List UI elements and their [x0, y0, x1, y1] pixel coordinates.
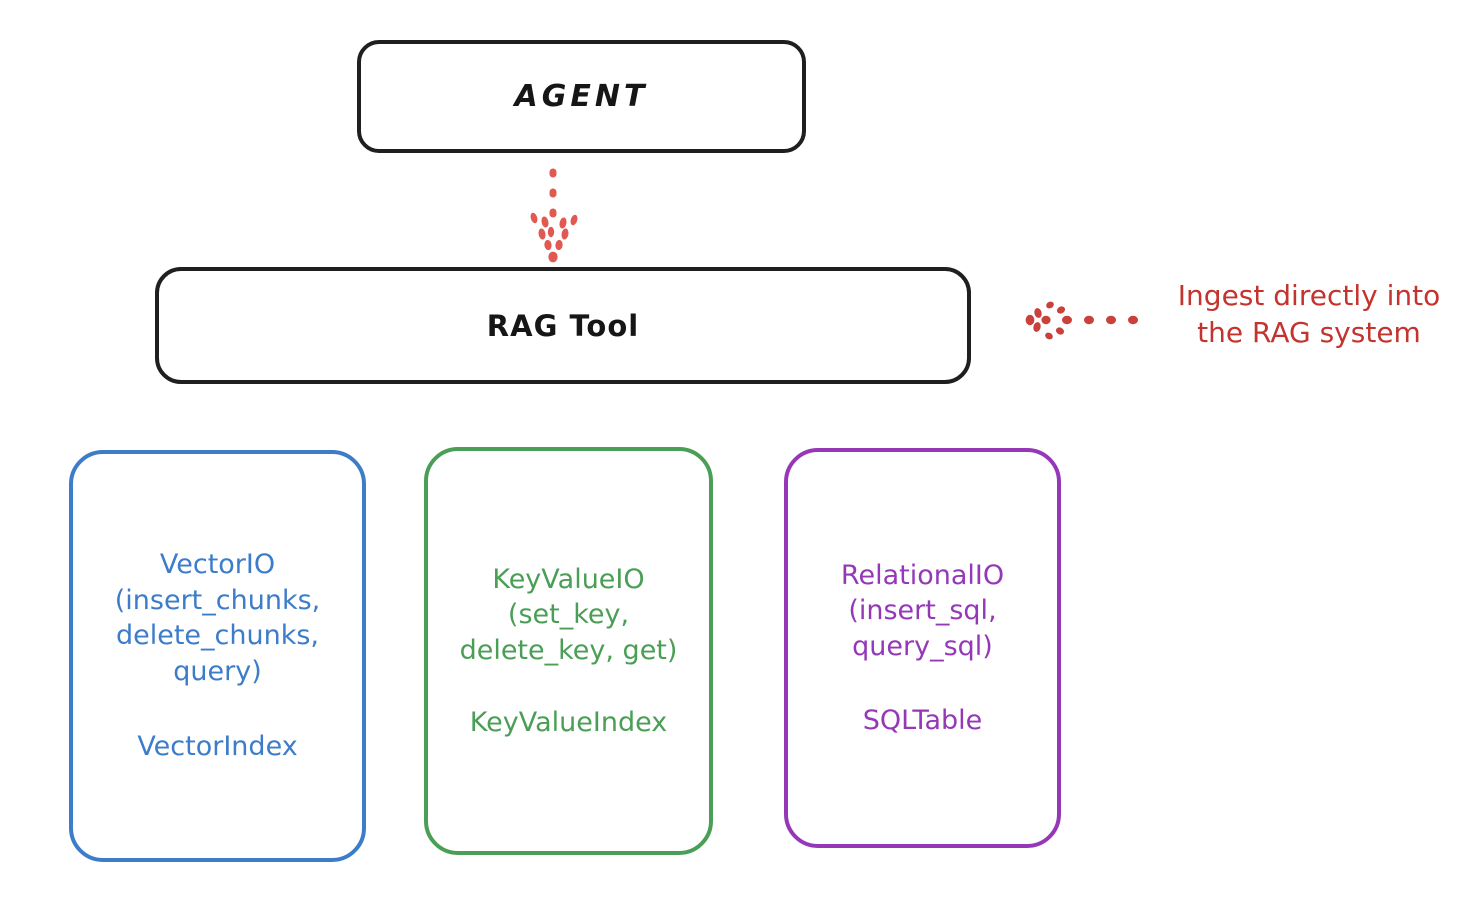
vector-index-label: VectorIndex: [137, 731, 298, 763]
ingest-annotation-label: Ingest directly into the RAG system: [1177, 279, 1441, 349]
key-value-io-api-label: KeyValueIO (set_key, delete_key, get): [459, 563, 678, 666]
vector-io-node[interactable]: VectorIO (insert_chunks, delete_chunks, …: [69, 450, 366, 862]
agent-to-rag-tool-arrow: [530, 168, 578, 263]
rag-tool-node-label: RAG Tool: [486, 308, 640, 343]
rag-tool-node[interactable]: RAG Tool: [155, 267, 971, 384]
ingest-to-rag-tool-arrow: [1025, 301, 1138, 340]
relational-io-api-label: RelationalIO (insert_sql, query_sql): [840, 559, 1005, 662]
relational-io-node[interactable]: RelationalIO (insert_sql, query_sql) SQL…: [784, 448, 1061, 848]
key-value-io-node[interactable]: KeyValueIO (set_key, delete_key, get) Ke…: [424, 447, 713, 855]
agent-node[interactable]: AGENT: [357, 40, 806, 153]
key-value-index-label: KeyValueIndex: [469, 706, 668, 738]
vector-io-api-label: VectorIO (insert_chunks, delete_chunks, …: [114, 548, 321, 687]
sql-table-label: SQLTable: [862, 704, 983, 736]
agent-node-label: AGENT: [514, 79, 649, 114]
